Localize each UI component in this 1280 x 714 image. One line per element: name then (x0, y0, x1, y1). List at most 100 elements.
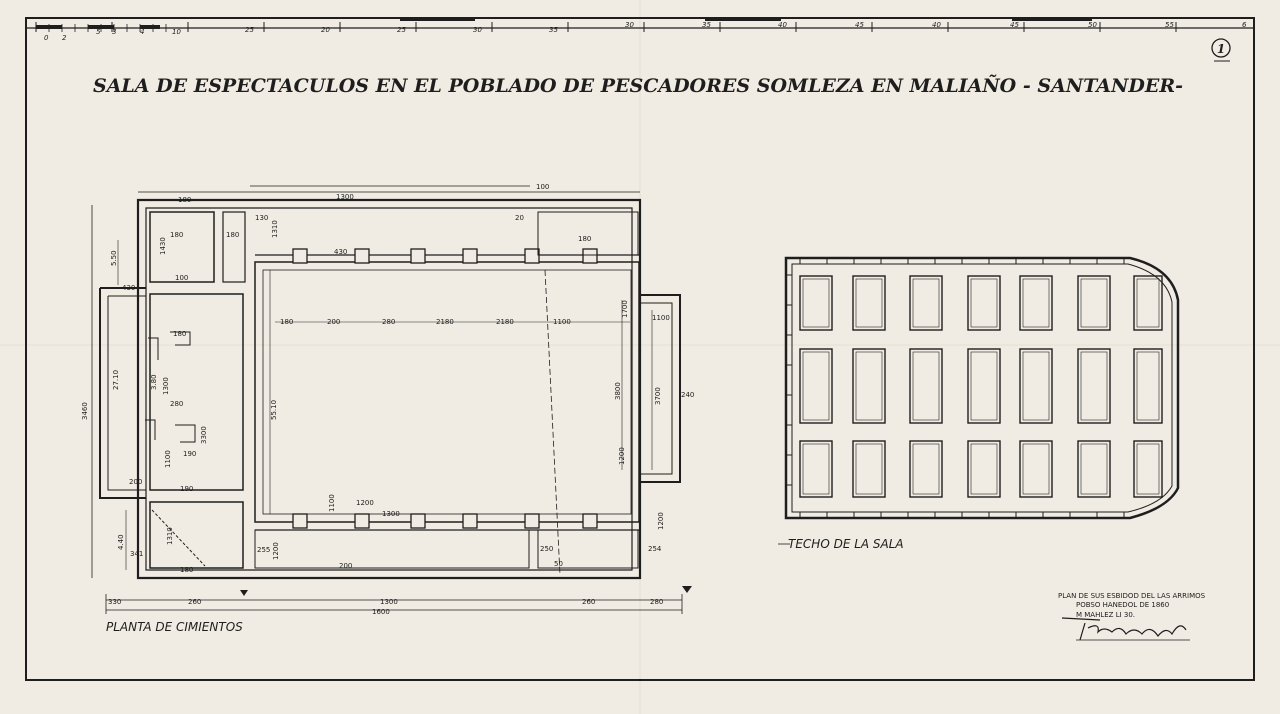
dimension-label: 180 (170, 231, 183, 239)
ceiling-coffer (852, 348, 886, 424)
scale-label: 4 (140, 28, 144, 36)
scale-label: 30 (625, 21, 634, 29)
scale-label: 35 (549, 26, 558, 34)
ceiling-coffer (1077, 275, 1111, 331)
dimension-label: 4.40 (117, 534, 125, 550)
scale-label: 50 (1088, 21, 1097, 29)
ceiling-coffer-inner (912, 351, 940, 421)
dimension-label: 1100 (553, 318, 571, 326)
foundation-pilaster (292, 513, 308, 529)
foundation-pilaster (410, 513, 426, 529)
dimension-label: 3.80 (150, 374, 158, 390)
scale-label: 0 (44, 34, 49, 42)
plan-dimensions: 330 260 1300 260 280 1600 180 1300 100 3… (81, 183, 694, 616)
dimension-label: 260 (188, 598, 201, 606)
scale-label: 40 (778, 21, 787, 29)
ceiling-coffer (909, 275, 943, 331)
ceiling-coffer (1019, 275, 1053, 331)
ceiling-coffer (1133, 348, 1163, 424)
approval-line: POBSO HANEDOL DE 1860 (1076, 601, 1169, 609)
dimension-label: 250 (540, 545, 553, 553)
dimension-label: 1200 (657, 512, 665, 530)
dimension-label: 330 (108, 598, 121, 606)
scale-label: 10 (172, 28, 181, 36)
ceiling-coffer-inner (855, 443, 883, 495)
sheet-number: 1 (1211, 38, 1231, 62)
dimension-label: 1310 (166, 527, 174, 545)
ceiling-coffer (799, 440, 833, 498)
dimension-label: 180 (280, 318, 293, 326)
dimension-label: 260 (582, 598, 595, 606)
dimension-label: 280 (382, 318, 395, 326)
ceiling-coffer (852, 275, 886, 331)
dimension-label: 27.10 (112, 370, 120, 390)
ceiling-coffer-inner (802, 443, 830, 495)
foundation-pilaster (410, 248, 426, 264)
signature (1061, 617, 1190, 641)
ceiling-coffer-inner (1080, 278, 1108, 328)
scale-label: 55 (1165, 21, 1174, 29)
dimension-label: 1100 (164, 450, 172, 468)
dimension-label: 180 (178, 196, 191, 204)
ceiling-coffer (799, 348, 833, 424)
scale-label: 45 (1010, 21, 1019, 29)
scale-label: 5 (96, 28, 101, 36)
dimension-label: 1300 (382, 510, 400, 518)
scale-label: 35 (702, 21, 711, 29)
dimension-label: 200 (129, 478, 142, 486)
dimension-label: 1100 (652, 314, 670, 322)
dimension-label: 1300 (380, 598, 398, 606)
plan-label: PLANTA DE CIMIENTOS (106, 620, 243, 634)
ceiling-coffer-inner (1136, 351, 1160, 421)
foundation-pilaster (582, 248, 598, 264)
ceiling-coffer-inner (1136, 278, 1160, 328)
scale-label: 40 (932, 21, 941, 29)
ceiling-coffer-inner (912, 278, 940, 328)
ceiling-coffer (967, 275, 1001, 331)
ceiling-coffer (1133, 275, 1163, 331)
scale-label: 3 (112, 28, 116, 36)
scale-label: 25 (397, 26, 406, 34)
ceiling-coffer-inner (855, 278, 883, 328)
ceiling-coffer (852, 440, 886, 498)
dimension-label: 130 (255, 214, 268, 222)
ceiling-coffer (799, 275, 833, 331)
scale-label: 20 (321, 26, 330, 34)
ceiling-coffer (1077, 348, 1111, 424)
ceiling-coffer-inner (802, 278, 830, 328)
sheet-border (25, 17, 1255, 681)
dimension-label: 180 (578, 235, 591, 243)
scale-label: 30 (473, 26, 482, 34)
ceiling-coffer (1133, 440, 1163, 498)
dimension-label: 200 (339, 562, 352, 570)
dimension-label: 180 (173, 330, 186, 338)
ceiling-coffer (1019, 348, 1053, 424)
dimension-label: 180 (226, 231, 239, 239)
dimension-label: 2180 (496, 318, 514, 326)
sheet-number-text: 1 (1217, 42, 1225, 56)
dimension-label: 3800 (614, 382, 622, 400)
dimension-label: 280 (650, 598, 663, 606)
dimension-label: 100 (175, 274, 188, 282)
approval-line: M MAHLEZ LI 30. (1076, 611, 1135, 619)
ceiling-coffer-inner (970, 443, 998, 495)
ceiling-coffer-inner (802, 351, 830, 421)
ceiling-coffer (967, 440, 1001, 498)
ceiling-coffer (967, 348, 1001, 424)
scale-label: 45 (855, 21, 864, 29)
dimension-label: 280 (170, 400, 183, 408)
foundation-pilaster (292, 248, 308, 264)
ceiling-coffer-inner (1022, 278, 1050, 328)
dimension-label: 50 (554, 560, 563, 568)
dimension-label: 55.10 (270, 400, 278, 420)
scale-label: 6 (1242, 21, 1247, 29)
ceiling-coffer-inner (970, 351, 998, 421)
scale-label: 2 (62, 34, 67, 42)
ceiling-coffer-inner (1022, 443, 1050, 495)
foundation-pilaster (462, 248, 478, 264)
dimension-label: 255 (257, 546, 270, 554)
foundation-pilaster (582, 513, 598, 529)
dimension-label: 430 (334, 248, 347, 256)
